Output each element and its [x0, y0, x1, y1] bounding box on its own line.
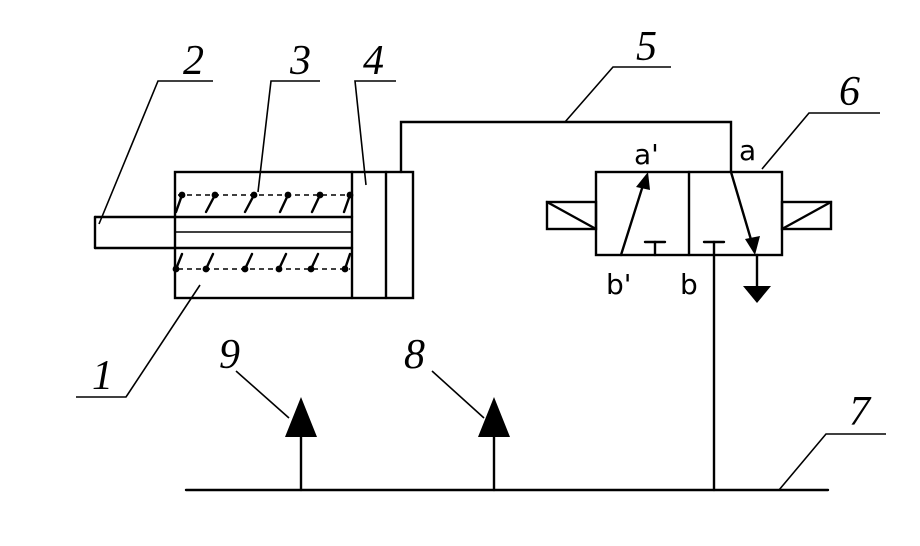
callout-5: 5	[636, 24, 657, 70]
spring-coil-dots	[172, 191, 354, 273]
exhaust-symbol	[743, 253, 771, 303]
solenoid-valve	[545, 170, 833, 303]
cylinder-assembly	[93, 170, 415, 300]
flow-arrow-b-prime-to-a-prime	[619, 172, 650, 257]
callout-6: 6	[839, 69, 860, 115]
callout-3: 3	[289, 38, 311, 84]
port-label-b-prime: b'	[606, 268, 631, 301]
pressure-source-9	[285, 397, 317, 492]
port-label-a-prime: a'	[634, 138, 659, 171]
port-label-a: a	[739, 134, 756, 167]
callout-7: 7	[849, 389, 872, 435]
connecting-pipe	[399, 120, 733, 174]
left-solenoid	[545, 200, 598, 231]
callout-4: 4	[363, 38, 384, 84]
piston-rod	[93, 215, 354, 250]
port-label-b: b	[680, 268, 698, 301]
callout-9: 9	[219, 332, 240, 378]
leader-lines	[76, 66, 886, 491]
right-solenoid	[780, 200, 833, 231]
callout-1: 1	[92, 353, 113, 399]
callout-2: 2	[183, 38, 204, 84]
pressure-source-8	[478, 397, 510, 492]
return-spring	[172, 191, 354, 273]
blocked-port-right	[702, 240, 726, 257]
blocked-port-left	[643, 240, 667, 257]
flow-arrow-a-to-exhaust	[729, 170, 760, 255]
callout-8: 8	[404, 332, 425, 378]
cylinder-body	[173, 170, 415, 300]
